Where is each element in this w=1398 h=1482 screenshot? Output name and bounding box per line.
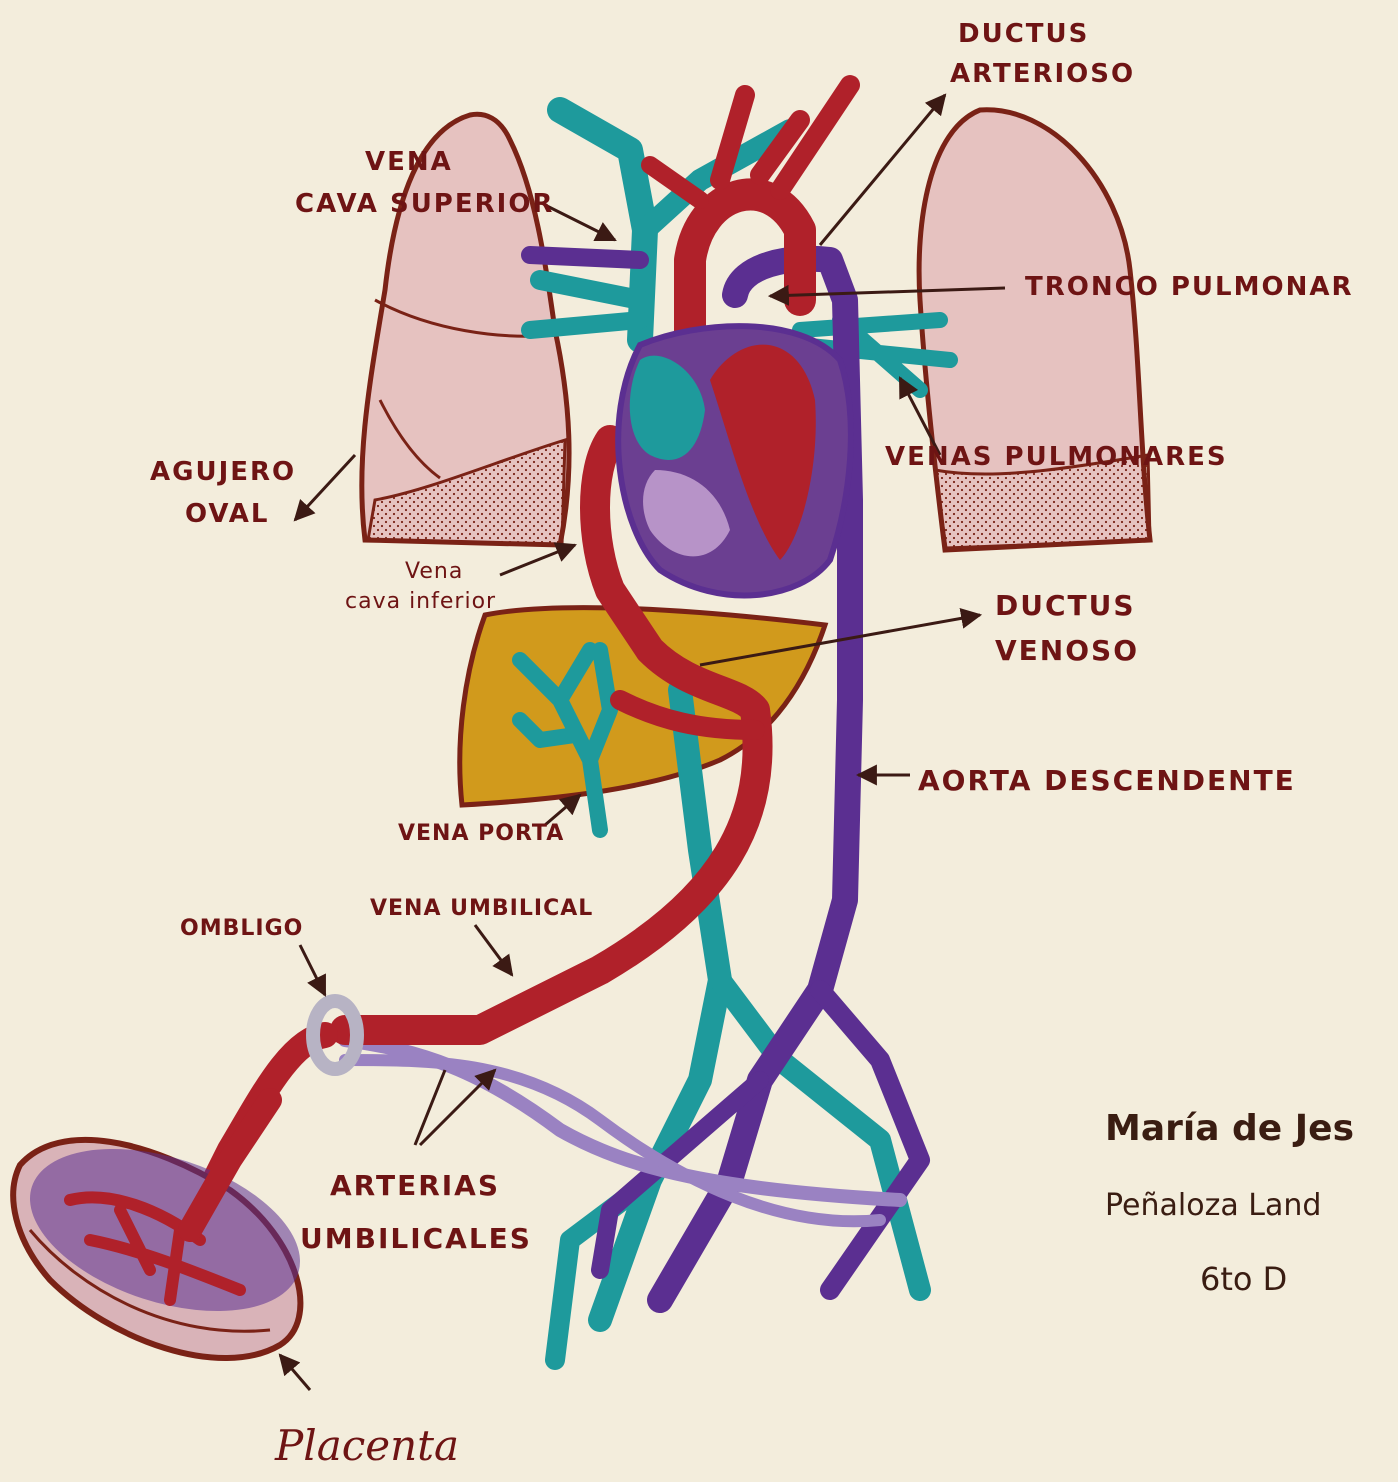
- label-ductus-venoso-2: VENOSO: [995, 634, 1139, 667]
- label-agujero-oval-1: AGUJERO: [150, 457, 296, 487]
- signature-group: 6to D: [1200, 1260, 1287, 1298]
- label-vena-porta: VENA PORTA: [398, 821, 564, 846]
- label-arterias-umbilicales-1: ARTERIAS: [330, 1169, 500, 1202]
- label-vena-cava-superior-2: CAVA SUPERIOR: [295, 189, 554, 219]
- signature-surname: Peñaloza Land: [1105, 1188, 1321, 1223]
- label-placenta: Placenta: [274, 1421, 459, 1470]
- signature-name: María de Jes: [1105, 1108, 1354, 1149]
- label-ductus-arterioso-1: DUCTUS: [958, 19, 1089, 49]
- label-vena-cava-superior-1: VENA: [365, 147, 453, 177]
- label-ductus-venoso-1: DUCTUS: [995, 589, 1136, 622]
- label-venas-pulmonares: VENAS PULMONARES: [885, 442, 1228, 472]
- placenta: [10, 1100, 321, 1358]
- label-aorta-descendente: AORTA DESCENDENTE: [918, 764, 1296, 797]
- label-ombligo: OMBLIGO: [180, 916, 303, 941]
- label-ductus-arterioso-2: ARTERIOSO: [950, 59, 1135, 89]
- label-vena-umbilical: VENA UMBILICAL: [370, 896, 593, 921]
- label-vena-cava-inferior-2: cava inferior: [345, 589, 496, 614]
- heart: [618, 326, 851, 595]
- label-agujero-oval-2: OVAL: [185, 499, 269, 529]
- label-tronco-pulmonar: TRONCO PULMONAR: [1025, 272, 1353, 302]
- vena-porta-branches: [520, 650, 610, 830]
- right-lung: [919, 110, 1150, 550]
- label-vena-cava-inferior-1: Vena: [405, 559, 463, 584]
- label-arterias-umbilicales-2: UMBILICALES: [300, 1222, 532, 1255]
